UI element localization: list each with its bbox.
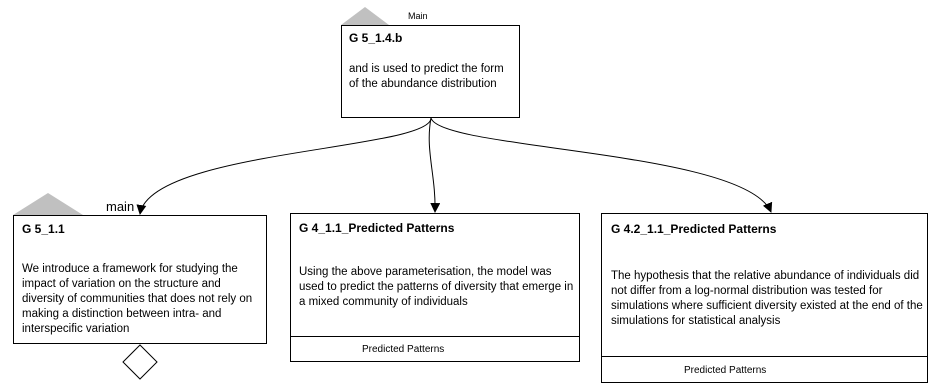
node-text: Using the above parameterisation, the mo… [299, 266, 574, 308]
edge-top-to-middle [428, 117, 441, 213]
module-row: Predicted Patterns [602, 356, 927, 385]
top-node-tab-triangle [341, 7, 389, 25]
left-node-tab-label: main [106, 199, 135, 214]
node-text: The hypothesis that the relative abundan… [611, 270, 923, 327]
goal-node-left[interactable]: G 5_1.1 We introduce a framework for stu… [13, 215, 267, 344]
module-label: Predicted Patterns [684, 365, 767, 376]
module-label: Predicted Patterns [362, 344, 445, 355]
goal-node-top[interactable]: G 5_1.4.b and is used to predict the for… [341, 25, 520, 118]
edge-top-to-left [136, 117, 432, 215]
node-id: G 5_1.1 [22, 222, 65, 236]
top-node-tab-label: Main [408, 11, 428, 21]
node-id: G 4_1.1_Predicted Patterns [299, 221, 455, 235]
module-row: Predicted Patterns [291, 336, 579, 363]
left-node-tab-triangle [13, 193, 83, 215]
goal-node-right[interactable]: G 4.2_1.1_Predicted Patterns The hypothe… [601, 213, 928, 383]
edge-top-to-right [430, 117, 773, 213]
undeveloped-diamond [122, 344, 158, 380]
node-text: and is used to predict the form of the a… [349, 63, 504, 90]
node-id: G 4.2_1.1_Predicted Patterns [611, 222, 777, 236]
node-id: G 5_1.4.b [349, 31, 403, 45]
goal-node-middle[interactable]: G 4_1.1_Predicted Patterns Using the abo… [290, 213, 580, 362]
node-text: We introduce a framework for studying th… [22, 263, 253, 335]
